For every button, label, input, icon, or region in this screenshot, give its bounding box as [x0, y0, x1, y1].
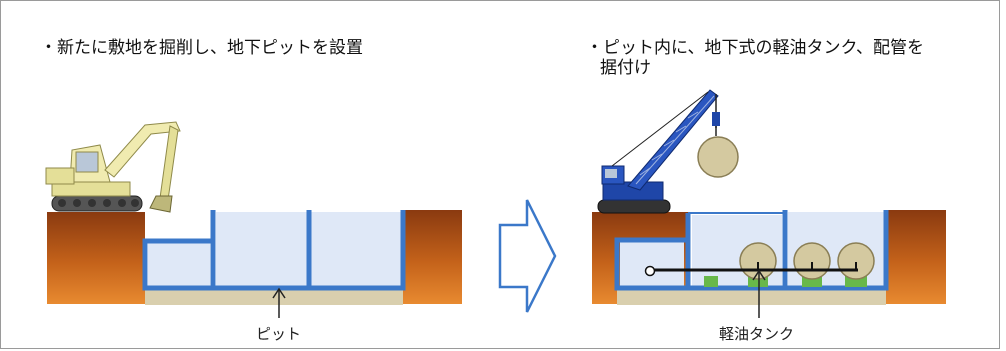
left-soil-block: [47, 212, 145, 304]
suspended-tank: [697, 136, 739, 178]
pipe-end-cap: [644, 265, 656, 277]
fuel-tank: [793, 242, 831, 280]
right-pit-chamber-small: [620, 242, 684, 287]
left-scene: [45, 121, 462, 318]
tank-support: [802, 276, 822, 287]
right-soil-block-right: [886, 210, 946, 304]
right-caption-line2: 据付け: [600, 58, 651, 78]
crane-icon: [597, 89, 720, 214]
left-soil-block-right: [403, 210, 462, 304]
right-scene: [592, 89, 946, 318]
excavator-icon: [45, 121, 181, 213]
tank-support: [704, 276, 718, 287]
tank-support: [748, 276, 768, 287]
pit-label: ピット: [256, 325, 302, 343]
right-caption-line1: ・ピット内に、地下式の軽油タンク、配管を: [586, 38, 924, 58]
tank-pointer-arrow: [752, 269, 766, 318]
pit-pointer-arrow: [272, 287, 286, 318]
tank-label: 軽油タンク: [719, 325, 795, 343]
fuel-tank: [837, 242, 875, 280]
transition-arrow: [498, 199, 557, 313]
tank-support: [845, 276, 867, 287]
left-caption: ・新たに敷地を掘削し、地下ピットを設置: [40, 38, 363, 58]
left-pit-chamber-small: [148, 243, 210, 287]
right-pit-base: [617, 288, 886, 305]
